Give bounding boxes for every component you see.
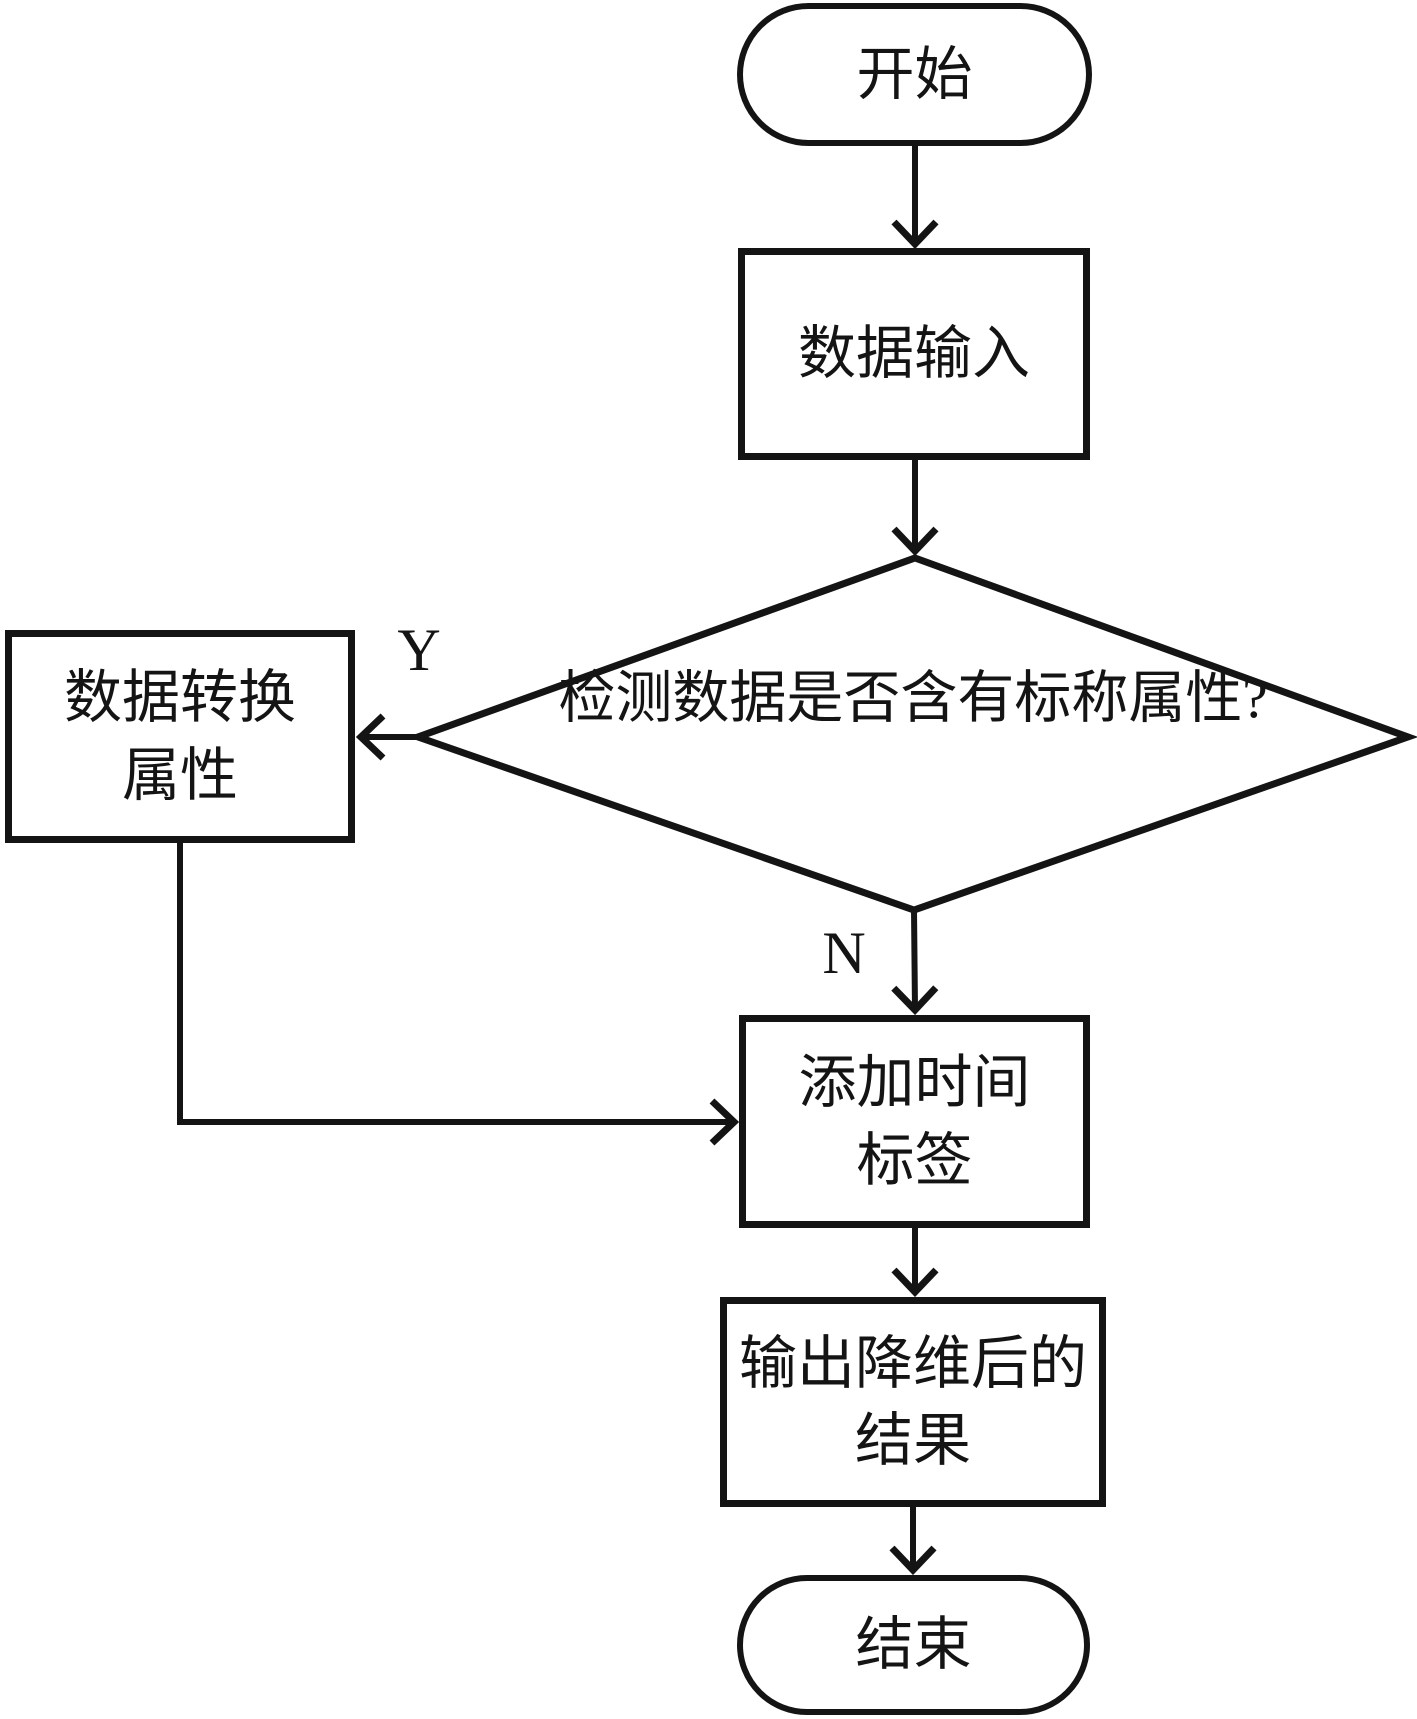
node-convert-attributes-label: 数据转换 属性: [63, 665, 296, 808]
node-decision-label: 检测数据是否含有标称属性?: [558, 667, 1268, 730]
node-output-result: 输出降维后的 结果: [720, 1297, 1106, 1507]
node-data-input: 数据输入: [738, 248, 1090, 460]
branch-label-no: N: [822, 919, 866, 986]
node-end-label: 结束: [855, 1612, 972, 1678]
node-data-input-label: 数据输入: [797, 321, 1030, 387]
node-end: 结束: [737, 1575, 1090, 1715]
node-start-label: 开始: [856, 41, 973, 107]
node-start: 开始: [737, 3, 1092, 146]
edge-convert-to-add-time: [177, 842, 734, 1122]
branch-label-yes: Y: [397, 616, 441, 683]
node-convert-attributes: 数据转换 属性: [5, 630, 355, 843]
node-add-time-label-text: 添加时间 标签: [798, 1050, 1031, 1193]
node-add-time-label: 添加时间 标签: [739, 1015, 1090, 1228]
edge-decision-no-to-add-time: [914, 909, 915, 1010]
node-output-result-label: 输出降维后的 结果: [738, 1330, 1087, 1473]
